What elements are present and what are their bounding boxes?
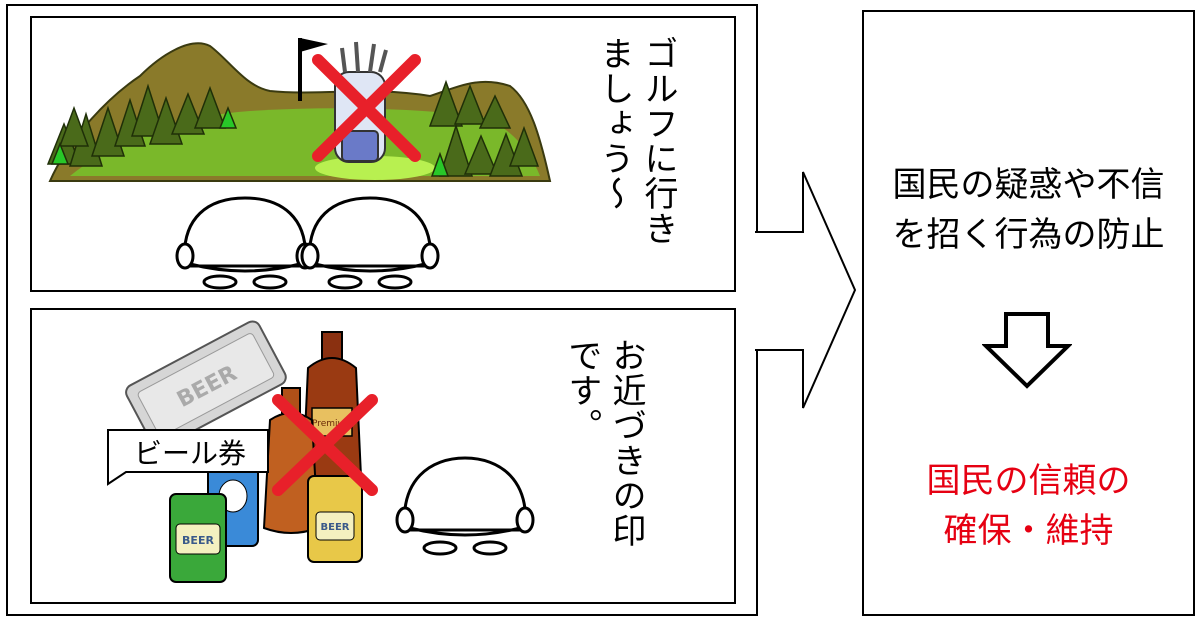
prevention-text-line1: 国民の疑惑や不信 [862,160,1195,210]
gold-can-label: BEER [321,522,350,533]
character-left [177,198,313,288]
result-text-line2: 確保・維持 [862,506,1195,556]
down-arrow-icon [982,310,1072,390]
result-text-line1: 国民の信頼の [862,456,1195,506]
golf-speech-text: ゴルフに行きましょう〜 [592,36,680,276]
right-arrow-icon [755,160,865,420]
gold-beer-can: BEER [308,476,362,562]
character-right [302,198,438,288]
character-gift [397,458,533,554]
green-can-label: BEER [182,534,214,547]
gift-speech-text: お近づきの印です。 [560,338,648,578]
ticket-label: ビール券 [134,437,246,470]
alc-label: ALC [222,486,243,497]
green-beer-can: BEER [170,494,226,582]
prevention-text-line2: を招く行為の防止 [862,210,1195,260]
